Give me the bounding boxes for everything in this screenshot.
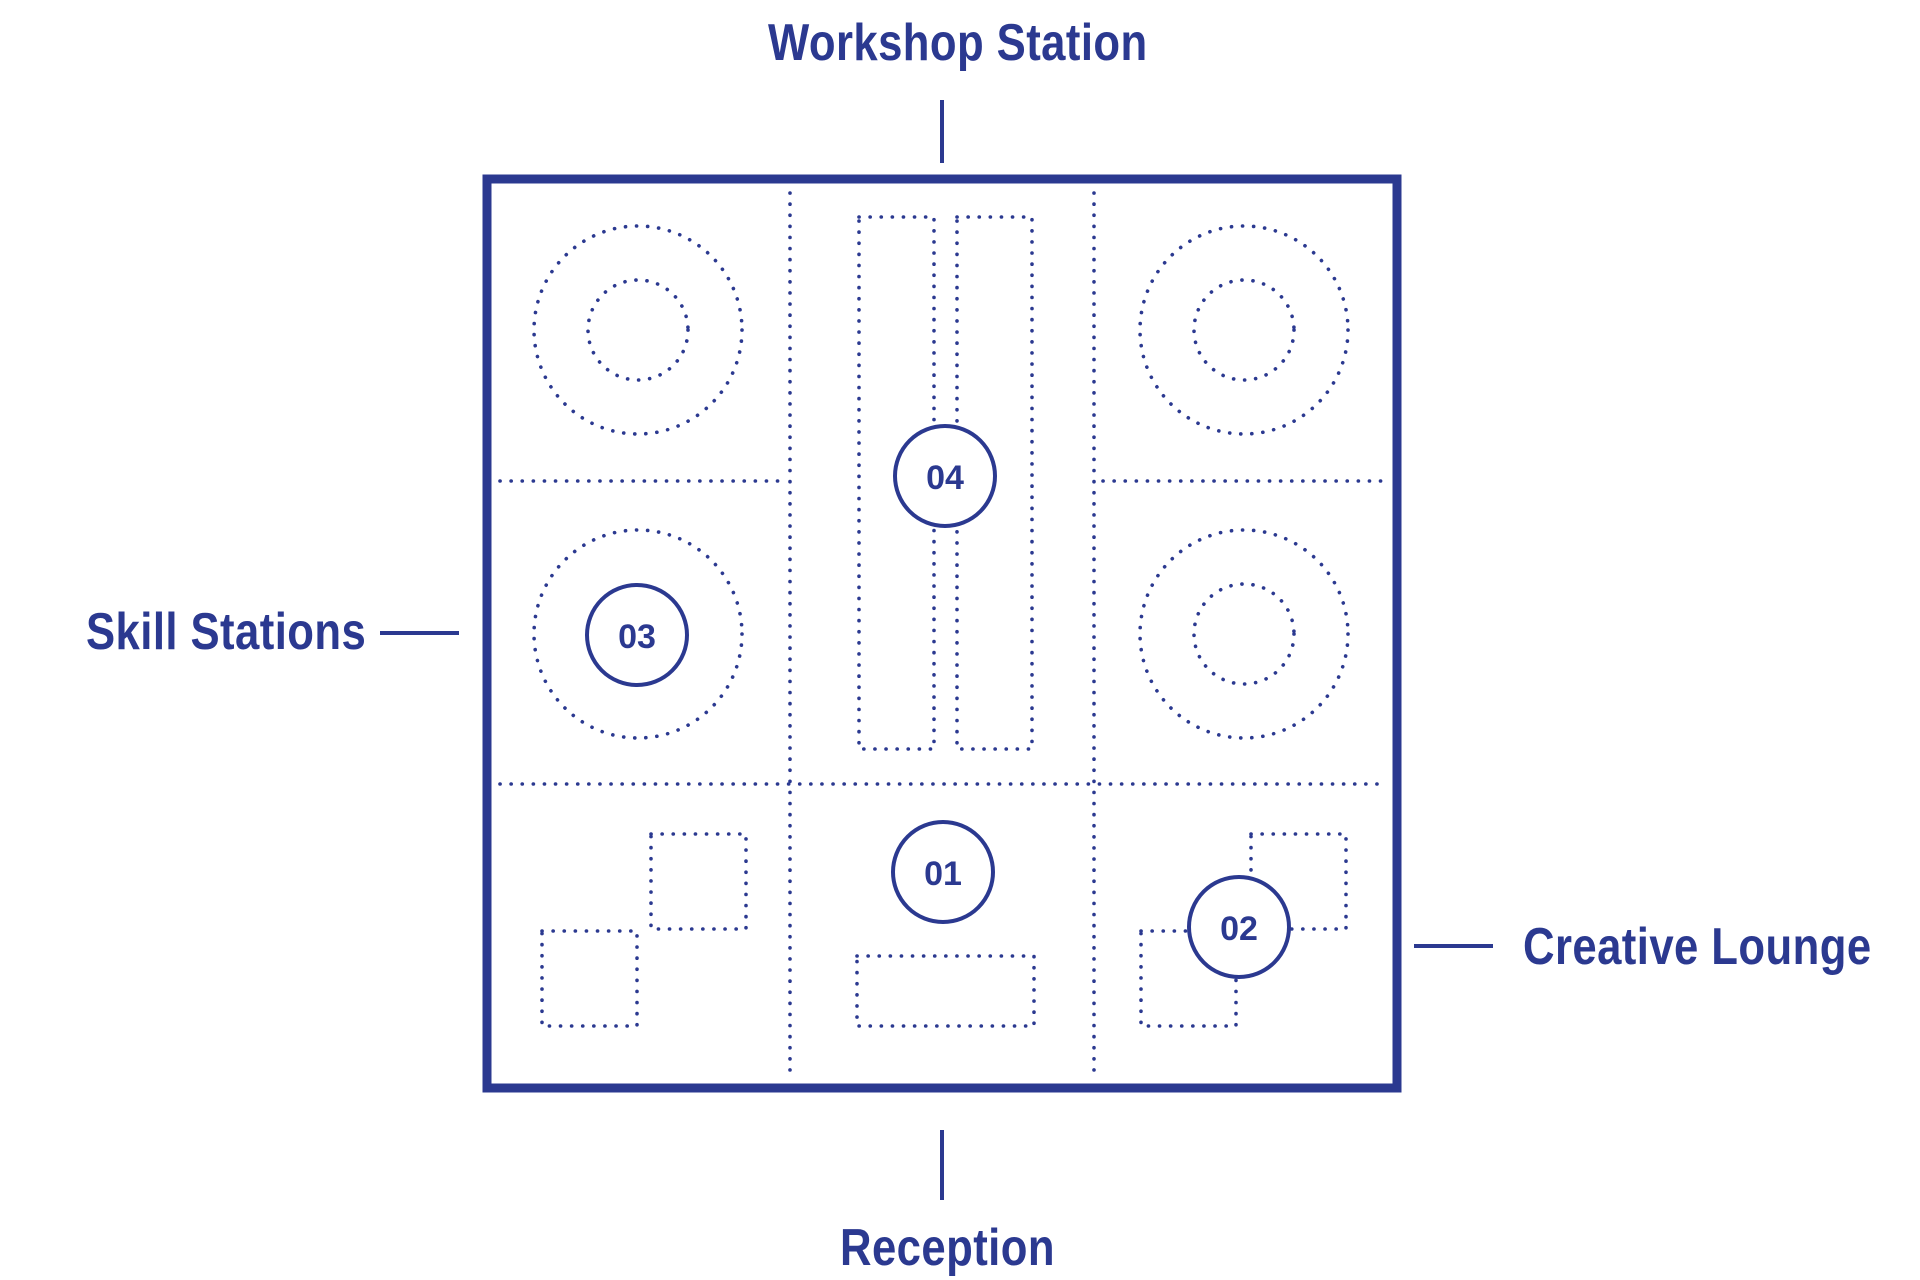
marker-01-label: 01	[924, 855, 962, 893]
label-creative-lounge: Creative Lounge	[1523, 918, 1872, 976]
round-table-inner-middle-right	[1192, 582, 1296, 686]
marker-02-circle	[1187, 875, 1291, 979]
marker-04-label: 04	[926, 459, 964, 497]
marker-02-label: 02	[1220, 910, 1258, 948]
workshop-table-left	[857, 215, 936, 751]
marker-03-circle	[585, 583, 689, 687]
seat-square-lower	[540, 929, 639, 1028]
round-table-outer-middle-left	[532, 528, 744, 740]
marker-01-circle	[891, 820, 995, 924]
round-table-inner-top-right	[1192, 278, 1296, 382]
label-reception: Reception	[840, 1219, 1055, 1277]
round-table-outer-middle-right	[1138, 528, 1350, 740]
round-table-outer-top-left	[532, 224, 744, 436]
outer-wall	[482, 174, 1402, 1093]
marker-03-label: 03	[618, 618, 656, 656]
label-skill-stations: Skill Stations	[86, 603, 367, 661]
reception-desk	[855, 954, 1036, 1028]
label-workshop-station: Workshop Station	[768, 14, 1148, 72]
round-table-outer-top-right	[1138, 224, 1350, 436]
round-table-inner-top-left	[586, 278, 690, 382]
marker-04-circle	[893, 424, 997, 528]
workshop-table-right	[955, 215, 1034, 751]
seat-square-upper	[649, 832, 748, 931]
